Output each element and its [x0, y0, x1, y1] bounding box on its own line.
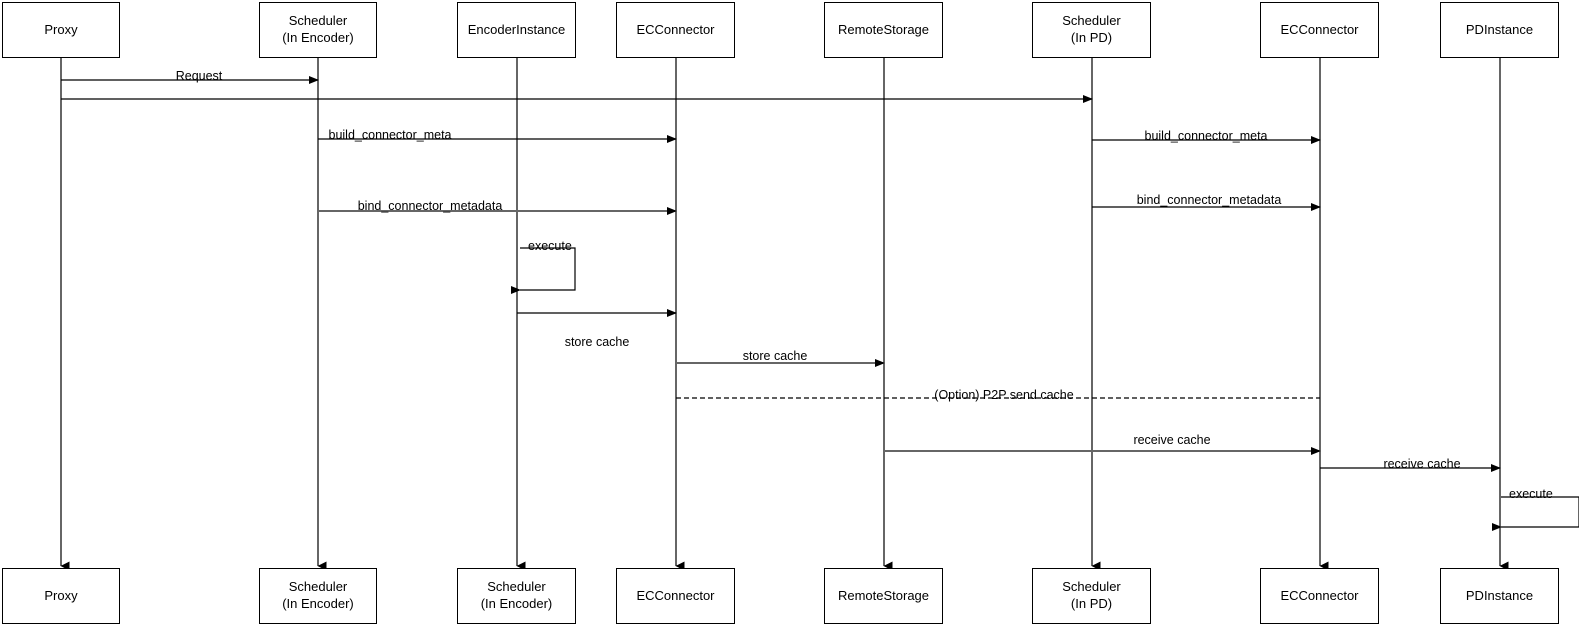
- participant-name: PDInstance: [1465, 21, 1534, 37]
- participant-footer-sched_enc[interactable]: Scheduler(In Encoder): [259, 568, 377, 624]
- participant-header-sched_pd[interactable]: Scheduler(In PD): [1032, 2, 1151, 58]
- participant-footer-sched_pd[interactable]: Scheduler(In PD): [1032, 568, 1151, 624]
- participant-name: RemoteStorage: [837, 21, 930, 37]
- participant-name: Scheduler: [487, 579, 546, 595]
- participant-header-proxy[interactable]: Proxy: [2, 2, 120, 58]
- participant-name: EncoderInstance: [467, 21, 566, 37]
- participant-footer-ec_conn_enc[interactable]: ECConnector: [616, 568, 735, 624]
- participant-header-ec_conn_pd[interactable]: ECConnector: [1260, 2, 1379, 58]
- participant-name: ECConnector: [1280, 587, 1359, 603]
- participant-header-remote_store[interactable]: RemoteStorage: [824, 2, 943, 58]
- participant-qualifier: (In Encoder): [282, 596, 354, 611]
- participant-name: Scheduler: [1062, 13, 1121, 29]
- self-message-label-execute-pdinstance: execute: [1509, 487, 1553, 501]
- participant-header-encoder_inst[interactable]: EncoderInstance: [457, 2, 576, 58]
- message-label-request: Request: [175, 69, 223, 83]
- participant-header-sched_enc[interactable]: Scheduler(In Encoder): [259, 2, 377, 58]
- self-message-label-execute-encoder: execute: [528, 239, 572, 253]
- self-message-execute-pdinstance[interactable]: [1492, 496, 1579, 531]
- message-label-p2p-send-cache: (Option) P2P send cache: [934, 388, 1074, 402]
- message-label-receive-cache-remote: receive cache: [1133, 433, 1211, 447]
- participant-name: RemoteStorage: [837, 587, 930, 603]
- participant-header-ec_conn_enc[interactable]: ECConnector: [616, 2, 735, 58]
- participant-name: Proxy: [44, 21, 78, 37]
- participant-footer-ec_conn_pd[interactable]: ECConnector: [1260, 568, 1379, 624]
- participant-name: ECConnector: [1280, 21, 1359, 37]
- participant-name: Scheduler: [288, 13, 348, 29]
- lifeline-group: [60, 58, 1509, 571]
- participant-name: ECConnector: [636, 587, 715, 603]
- participant-footer-remote_store[interactable]: RemoteStorage: [824, 568, 943, 624]
- participant-name: Scheduler: [1062, 579, 1121, 595]
- participant-name: ECConnector: [636, 21, 715, 37]
- message-label-store-cache-enc: store cache: [564, 335, 630, 349]
- message-label-bind-connector-metadata-pd: bind_connector_metadata: [1136, 193, 1282, 207]
- message-label-store-cache-remote: store cache: [742, 349, 808, 363]
- participant-name: Scheduler: [288, 579, 348, 595]
- participant-name: Proxy: [44, 587, 78, 603]
- participant-name: PDInstance: [1465, 587, 1534, 603]
- message-label-receive-cache-pd: receive cache: [1383, 457, 1461, 471]
- participant-qualifier: (In PD): [1070, 596, 1113, 611]
- message-label-build-connector-meta-enc: build_connector_meta: [328, 128, 452, 142]
- participant-header-pd_inst[interactable]: PDInstance: [1440, 2, 1559, 58]
- participant-qualifier: (In PD): [1070, 30, 1113, 45]
- message-label-build-connector-meta-pd: build_connector_meta: [1144, 129, 1268, 143]
- participant-footer-proxy[interactable]: Proxy: [2, 568, 120, 624]
- self-message-execute-encoder[interactable]: [511, 247, 576, 294]
- message-arrow-group: [61, 76, 1501, 472]
- participant-footer-pd_inst[interactable]: PDInstance: [1440, 568, 1559, 624]
- participant-footer-encoder_inst[interactable]: Scheduler(In Encoder): [457, 568, 576, 624]
- self-message-group: [511, 247, 1579, 531]
- participant-qualifier: (In Encoder): [480, 596, 553, 611]
- message-label-bind-connector-metadata-enc: bind_connector_metadata: [357, 199, 503, 213]
- participant-qualifier: (In Encoder): [282, 30, 354, 45]
